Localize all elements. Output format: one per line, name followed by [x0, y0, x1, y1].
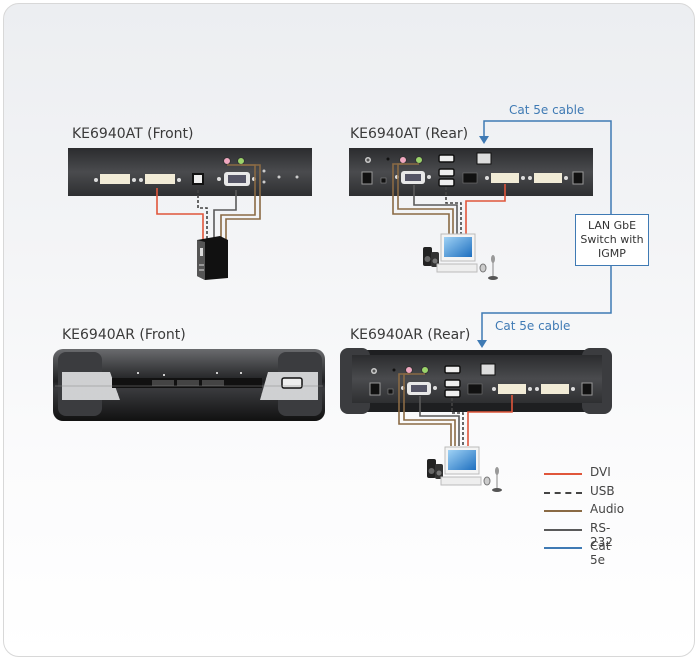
legend-swatch: [544, 528, 582, 531]
power-jack-2: [581, 382, 593, 396]
legend-label: USB: [590, 483, 615, 498]
workstation-icon: [423, 233, 498, 280]
speaker-jack: [415, 156, 423, 164]
usb-cable: [197, 190, 208, 240]
usb-a-port-3: [438, 178, 455, 187]
cat5e-cable-top: [483, 120, 612, 214]
rx-rear-label: KE6940AR (Rear): [350, 327, 471, 343]
dvi-port-2: [535, 384, 575, 394]
audio-cable-1: [398, 373, 452, 446]
rx-rear-cables: [398, 373, 513, 446]
usb-a-port-1: [438, 154, 455, 163]
usb-b-port: [192, 173, 204, 185]
switch-label-line: IGMP: [598, 247, 626, 260]
mic-jack: [405, 366, 413, 374]
audio-cable-2: [225, 164, 261, 240]
usb-cable: [445, 187, 462, 234]
tx-rear-panel: [349, 148, 593, 196]
rx-front-label: KE6940AR (Front): [62, 327, 186, 343]
legend-label: Cat 5e: [590, 539, 611, 567]
tx-front-cables: [156, 164, 261, 240]
port-button-1: [152, 380, 174, 386]
rs232-port: [401, 382, 437, 395]
speaker-jack: [237, 157, 245, 165]
legend-swatch: [544, 491, 582, 494]
audio-cable-2: [397, 163, 454, 234]
usb-a-port-2: [438, 168, 455, 177]
rs232-cable: [413, 185, 458, 234]
dvi-cable: [467, 395, 513, 446]
legend-swatch: [544, 547, 582, 549]
mic-jack: [399, 156, 407, 164]
dvi-port-2: [139, 174, 181, 184]
mic-jack: [223, 157, 231, 165]
rs232-port: [395, 171, 431, 184]
cat5e-cable-label-top: Cat 5e cable: [509, 103, 585, 117]
cat5e-cables: [481, 120, 612, 342]
port-button-3: [202, 380, 224, 386]
legend-label: DVI: [590, 465, 611, 479]
cat5e-cable-label-bottom: Cat 5e cable: [495, 319, 571, 333]
dvi-cable: [156, 188, 204, 240]
rx-front-panel: [53, 349, 325, 421]
legend-swatch: [544, 510, 582, 512]
tx-front-panel: [68, 148, 312, 196]
port-button-2: [177, 380, 199, 386]
tx-rear-cables: [392, 163, 506, 234]
power-jack: [361, 171, 373, 185]
legend-label: RS-232: [590, 520, 613, 549]
power-jack: [572, 171, 584, 185]
cat5e-cable-bottom: [481, 264, 612, 342]
usb-a-port-1: [444, 365, 461, 374]
rj45-port: [480, 363, 496, 376]
rx-rear-panel: [340, 348, 612, 414]
speaker-jack: [421, 366, 429, 374]
switch-label-line: LAN GbE: [587, 219, 637, 232]
dvi-port-2: [528, 173, 568, 183]
tx-rear-label: KE6940AT (Rear): [350, 126, 469, 142]
arrow-down-icon: [479, 136, 489, 144]
rs232-cable: [213, 190, 237, 240]
dvi-port-1: [492, 384, 532, 394]
arrow-down-icon: [477, 340, 487, 348]
rs232-port: [217, 172, 256, 186]
rj45-port: [476, 152, 492, 165]
power-jack: [369, 382, 381, 396]
sfp-port: [462, 172, 478, 184]
tx-front-label: KE6940AT (Front): [72, 126, 194, 142]
usb-a-port-3: [444, 389, 461, 398]
usb-cable: [451, 398, 464, 446]
dvi-cable: [465, 184, 506, 234]
workstation-icon: [427, 446, 502, 492]
dvi-port-1: [485, 173, 525, 183]
lan-switch-box: LAN GbE Switch with IGMP: [575, 214, 649, 266]
dvi-port-1: [94, 174, 136, 184]
computer-tower-icon: [197, 236, 228, 280]
legend-label: Audio: [590, 502, 625, 516]
rs232-cable: [419, 396, 460, 446]
usb-a-port-2: [444, 379, 461, 388]
usb-a-port: [281, 377, 303, 389]
sfp-port: [467, 383, 483, 395]
audio-cable-1: [392, 163, 450, 234]
legend-swatch: [544, 473, 582, 475]
audio-cable-2: [403, 373, 456, 446]
switch-label-line: Switch with: [580, 233, 644, 246]
